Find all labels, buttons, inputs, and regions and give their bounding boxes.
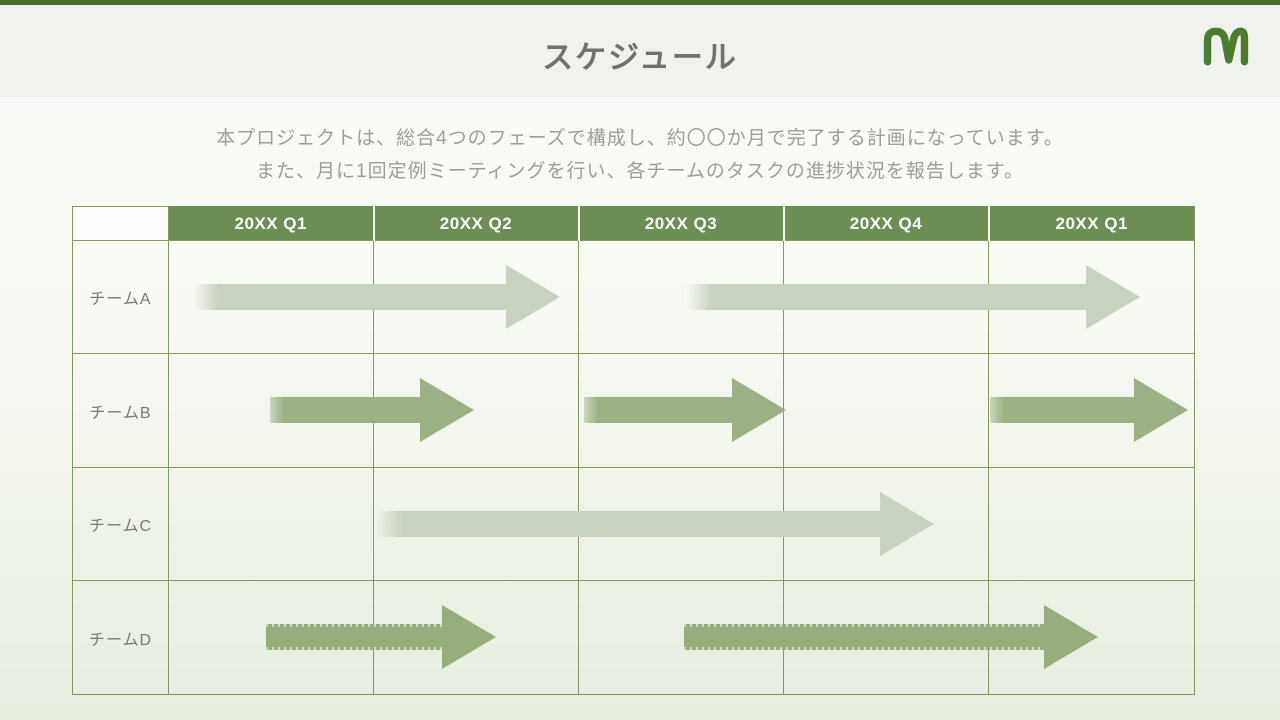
schedule-cell [578,240,784,354]
schedule-cell [168,467,374,581]
quarter-header-2: 20XX Q2 [372,206,579,241]
schedule-cell [578,353,784,468]
top-accent-bar [0,0,1280,5]
schedule-cell [373,240,579,354]
table-corner-cell [72,206,169,241]
schedule-cell [168,353,374,468]
team-row-label-3: チームC [72,467,169,581]
schedule-cell [578,467,784,581]
schedule-cell [988,580,1195,695]
description-line-1: 本プロジェクトは、総合4つのフェーズで構成し、約〇〇か月で完了する計画になってい… [216,128,1064,149]
schedule-cell [168,240,374,354]
quarter-header-5: 20XX Q1 [987,206,1195,241]
schedule-cell [578,580,784,695]
m-logo-icon [1202,25,1250,69]
page-title: スケジュール [542,39,738,75]
description: 本プロジェクトは、総合4つのフェーズで構成し、約〇〇か月で完了する計画になってい… [0,122,1280,188]
description-line-2: また、月に1回定例ミーティングを行い、各チームのタスクの進捗状況を報告します。 [256,161,1024,182]
schedule-cell [988,353,1195,468]
team-row-label-4: チームD [72,580,169,695]
team-row-label-2: チームB [72,353,169,468]
team-row-label-1: チームA [72,240,169,354]
schedule-cell [783,353,989,468]
header-band: スケジュール [0,5,1280,97]
schedule-cell [988,240,1195,354]
quarter-header-3: 20XX Q3 [577,206,784,241]
quarter-header-1: 20XX Q1 [168,206,374,241]
schedule-cell [783,580,989,695]
schedule-cell [783,240,989,354]
schedule-cell [373,353,579,468]
quarter-header-4: 20XX Q4 [782,206,989,241]
schedule-cell [373,580,579,695]
schedule-cell [168,580,374,695]
schedule-cell [988,467,1195,581]
schedule-cell [783,467,989,581]
schedule-cell [373,467,579,581]
